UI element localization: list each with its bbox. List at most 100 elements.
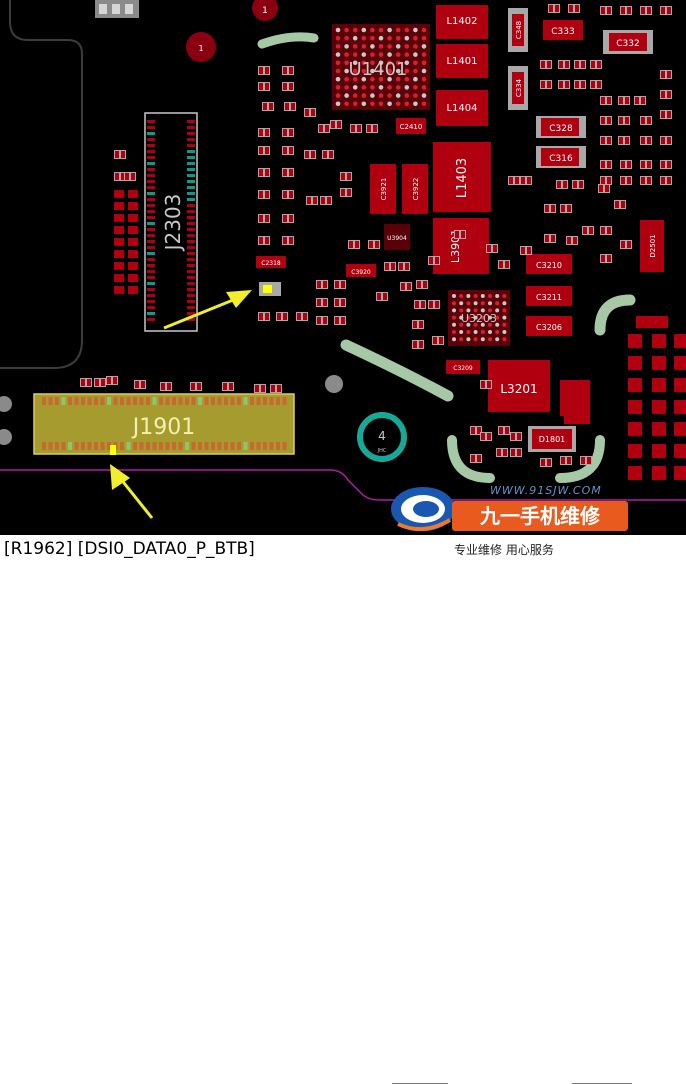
passive-body (316, 316, 328, 325)
passive-pad (641, 177, 645, 184)
passive-pad (575, 81, 579, 88)
passive-pad (605, 185, 609, 192)
power-pad (674, 378, 686, 392)
passive-pad (87, 379, 91, 386)
mounting-hole (357, 412, 407, 462)
power-pad (674, 422, 686, 436)
j2303-pin (147, 198, 155, 201)
bga-ball (378, 68, 384, 74)
j1901-pin (165, 397, 170, 405)
bga-ball (473, 337, 478, 342)
bga-ball (395, 76, 401, 82)
passive-pad (341, 173, 345, 180)
bga-ball (473, 315, 478, 320)
passive-pad (455, 231, 459, 238)
passive-body (276, 312, 288, 321)
passive-pad (667, 7, 671, 14)
j2303-pin (147, 264, 155, 267)
c3922 (402, 164, 428, 214)
passive-body (80, 378, 92, 387)
board-outline (0, 0, 83, 369)
bga-ball (378, 44, 384, 49)
passive-pad (549, 5, 553, 12)
power-pad (628, 444, 642, 458)
passive-body (600, 116, 612, 125)
c2410 (396, 118, 426, 134)
j2303-pin (187, 186, 195, 189)
bga-ball (452, 301, 456, 306)
j1901-pin (107, 442, 111, 450)
bga-ball (495, 322, 500, 327)
passive-pad (317, 299, 321, 306)
bga-ball (413, 35, 418, 41)
bga-ball (344, 101, 349, 107)
passive-pad (621, 201, 625, 208)
u3203-chip (448, 290, 510, 346)
svg-text:C332: C332 (616, 39, 639, 49)
passive-body (486, 244, 498, 253)
bga-ball (361, 27, 367, 33)
passive-body (412, 340, 424, 349)
bga-ball (378, 101, 384, 107)
j2303-pin (147, 246, 155, 249)
passive-body (376, 292, 388, 301)
j2303-pin (147, 306, 155, 309)
passive-pad (583, 227, 587, 234)
passive-pad (557, 181, 561, 188)
j2303-pin (147, 210, 155, 213)
j1901-pin (243, 397, 248, 405)
j2303-pin (147, 174, 155, 177)
passive-body (282, 168, 294, 177)
passive-pad (167, 383, 171, 390)
passive-pad (114, 214, 124, 222)
svg-text:C2318: C2318 (261, 260, 281, 267)
passive-pad (391, 263, 395, 270)
j1901-pin (113, 397, 118, 405)
j1901-pin (250, 442, 254, 450)
passive-pad (259, 83, 263, 90)
j2303-pin (187, 246, 195, 249)
j2303-pin (187, 168, 195, 171)
passive-body (620, 176, 632, 185)
passive-pad (667, 71, 671, 78)
j2303-pin (187, 252, 195, 255)
j1901-pin (42, 397, 46, 405)
passive-pad (115, 151, 119, 158)
passive-pad (114, 286, 124, 294)
j2303-pin (187, 270, 195, 273)
bga-ball (473, 330, 478, 334)
bga-ball (404, 101, 410, 107)
brand-name: 九一手机维修 (452, 501, 628, 531)
passive-body (540, 80, 552, 89)
bga-ball (344, 60, 349, 66)
passive-body (574, 60, 586, 69)
bga-ball (344, 68, 349, 74)
passive-pad (263, 103, 267, 110)
passive-body (582, 226, 594, 235)
bga-ball (452, 322, 456, 327)
bga-ball (466, 315, 471, 320)
passive-pad (407, 283, 411, 290)
j2303-pin (147, 282, 155, 285)
passive-pad (627, 7, 631, 14)
c3920 (346, 264, 376, 277)
bga-ball (378, 76, 384, 82)
bga-ball (495, 301, 500, 306)
u3203-label: U3203 (461, 312, 497, 325)
bga-ball (421, 93, 427, 98)
passive-body (334, 280, 346, 289)
bga-ball (404, 60, 410, 66)
j1901-pins (42, 397, 287, 450)
passive-pad (323, 151, 327, 158)
c333 (543, 20, 583, 40)
bga-ball (361, 60, 367, 66)
passive-body (556, 180, 568, 189)
passive-pad (289, 237, 293, 244)
j1901-pin (133, 442, 137, 450)
passive-pad (115, 173, 119, 180)
passive-pad (545, 235, 549, 242)
j2303-pin (187, 120, 195, 123)
pcb-board-view[interactable]: 1 1 J2303 U1401 L1402 L1401 L1404 L1403 … (0, 0, 686, 535)
bga-ball (370, 68, 375, 74)
passive-pad (601, 161, 605, 168)
